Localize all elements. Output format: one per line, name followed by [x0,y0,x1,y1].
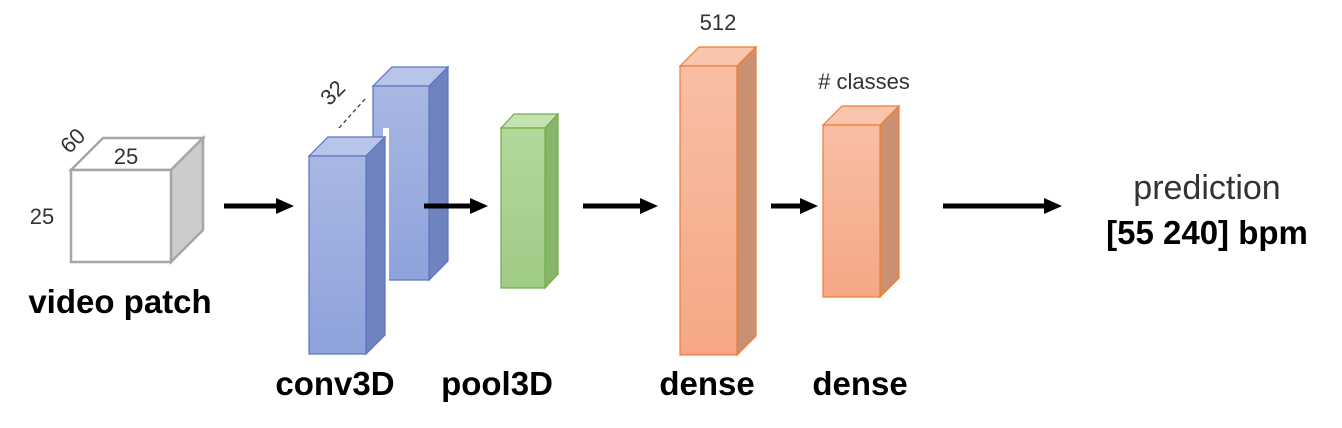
arrow-right-icon [771,198,818,214]
dense-classes-block [821,104,901,299]
pool3d-block [499,112,560,290]
arrow-right-icon [424,198,488,214]
input-cube [67,134,207,266]
conv3d-gap [383,128,389,288]
dense-512-caption: dense [659,365,754,402]
arrow-right-icon [224,198,294,214]
conv3d-filter-front [307,135,387,356]
input-width-label: 25 [114,144,138,169]
conv3d-filters-label: 32 [315,75,350,110]
arrow-right-icon [943,198,1062,214]
dense-classes-caption: dense [812,365,907,402]
pool3d-caption: pool3D [441,365,553,402]
input-height-label: 25 [30,204,54,229]
output-range: [55 240] bpm [1106,214,1308,251]
arrow-right-icon [583,198,658,214]
input-caption: video patch [28,283,211,320]
dense-512-block [678,45,758,357]
conv3d-filters-dash [338,97,367,129]
dense-512-units-label: 512 [700,10,737,35]
dense-classes-units-label: # classes [818,69,910,94]
input-depth-label: 60 [55,123,90,158]
output-title: prediction [1133,169,1280,207]
conv3d-caption: conv3D [275,365,394,402]
